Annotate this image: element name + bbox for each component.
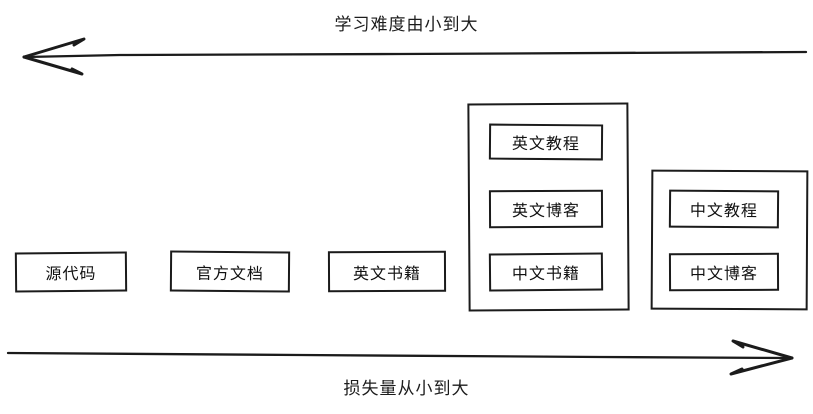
node-source-code[interactable]: 源代码 (14, 251, 128, 293)
node-english-books[interactable]: 英文书籍 (327, 250, 447, 293)
node-chinese-blog[interactable]: 中文博客 (668, 252, 780, 292)
node-english-tutorial[interactable]: 英文教程 (488, 123, 604, 161)
loss-axis-arrow (6, 339, 794, 376)
node-chinese-books[interactable]: 中文书籍 (488, 252, 604, 292)
node-official-docs[interactable]: 官方文档 (169, 250, 291, 293)
node-chinese-tutorial[interactable]: 中文教程 (668, 189, 780, 229)
node-label: 源代码 (45, 265, 97, 284)
bottom-axis-label: 损失量从小到大 (343, 379, 470, 398)
node-label: 英文书籍 (352, 265, 422, 283)
top-axis-label: 学习难度由小到大 (334, 15, 479, 34)
node-english-blog[interactable]: 英文博客 (488, 189, 604, 229)
node-label: 英文博客 (511, 202, 581, 221)
node-label: 中文博客 (689, 265, 759, 284)
node-label: 中文教程 (689, 202, 759, 221)
node-label: 官方文档 (195, 265, 265, 283)
node-label: 英文教程 (511, 135, 581, 154)
difficulty-axis-arrow (22, 37, 808, 76)
node-label: 中文书籍 (511, 265, 581, 284)
